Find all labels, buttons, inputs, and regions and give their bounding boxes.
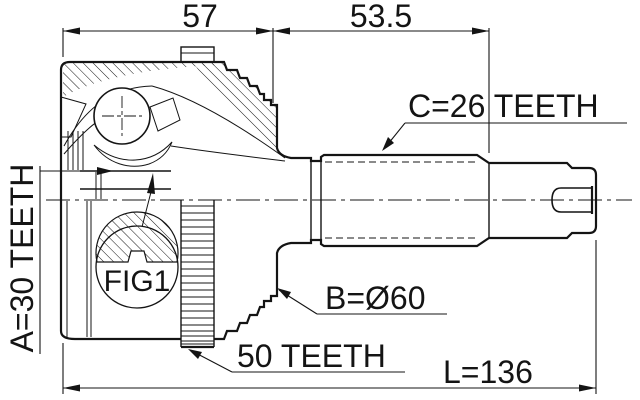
race-section-left	[60, 96, 87, 138]
dimension-57: 57	[62, 0, 274, 103]
dimension-53-5: 53.5	[273, 0, 490, 153]
inner-race-right	[149, 97, 181, 132]
bell-back-wall-hatch	[194, 63, 290, 158]
b-diameter-label: B=Ø60	[325, 280, 426, 316]
label-c-teeth: C=26 TEETH	[382, 88, 627, 151]
c-teeth-label: C=26 TEETH	[408, 88, 599, 124]
fig1-detail-callout: FIG1	[95, 173, 179, 309]
dim-53-5-label: 53.5	[350, 0, 412, 34]
bell-side-view-lines	[66, 201, 92, 337]
inner-race-lower	[93, 141, 173, 167]
label-a-teeth: A=30 TEETH	[4, 164, 113, 354]
ring-tooth-section	[180, 46, 215, 63]
fig1-leader-arrow	[147, 173, 155, 194]
section-hatching	[60, 46, 290, 167]
dimension-length: L=136	[62, 240, 597, 394]
outer-wall-hatch	[63, 63, 222, 97]
fig1-label: FIG1	[104, 265, 171, 298]
fig1-tooth-profile	[95, 211, 179, 263]
label-b-diameter: B=Ø60	[277, 280, 447, 316]
dim-57-label: 57	[182, 0, 218, 34]
bearing-ball	[93, 87, 151, 145]
ring-teeth-lines	[181, 205, 214, 345]
length-label: L=136	[443, 354, 533, 390]
a-teeth-label: A=30 TEETH	[4, 164, 40, 353]
abs-tone-ring	[180, 200, 215, 349]
label-50-teeth: 50 TEETH	[188, 338, 405, 374]
cage-track-curves	[63, 85, 286, 162]
ring-teeth-label: 50 TEETH	[237, 338, 386, 374]
